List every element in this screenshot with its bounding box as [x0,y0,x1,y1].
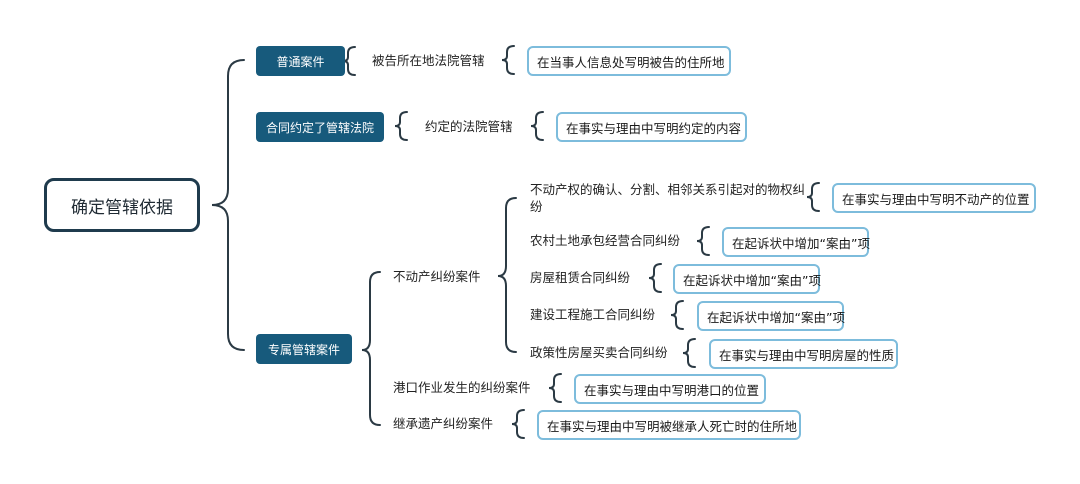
root-node: 确定管辖依据 [44,178,200,232]
real-estate-item: 建设工程施工合同纠纷 [530,307,656,322]
brace-inheritance [511,409,525,439]
real-estate-label: 不动产纠纷案件 [393,269,481,284]
agreed-rule: 约定的法院管辖 [425,119,513,134]
category-exclusive: 专属管辖案件 [256,334,352,364]
brace-re3 [648,263,662,293]
brace-port [548,373,562,403]
inheritance-note: 在事实与理由中写明被继承人死亡时的住所地 [537,410,801,440]
port-label: 港口作业发生的纠纷案件 [393,380,531,395]
real-estate-note: 在起诉状中增加“案由”项 [697,301,845,331]
real-estate-item: 政策性房屋买卖合同纠纷 [530,345,668,360]
ordinary-rule: 被告所在地法院管辖 [372,53,485,68]
category-ordinary: 普通案件 [256,46,345,76]
port-note: 在事实与理由中写明港口的位置 [574,374,766,404]
agreed-note: 在事实与理由中写明约定的内容 [556,112,747,142]
real-estate-note: 在起诉状中增加“案由”项 [673,264,821,294]
root-brace [211,59,245,351]
real-estate-brace [497,197,517,353]
inheritance-label: 继承遗产纠纷案件 [393,416,494,431]
brace-re5 [682,338,696,368]
brace-agreed-rule [394,111,408,141]
real-estate-item: 农村土地承包经营合同纠纷 [530,233,681,248]
real-estate-item: 房屋租赁合同纠纷 [530,270,631,285]
real-estate-note: 在事实与理由中写明不动产的位置 [832,183,1036,213]
ordinary-note: 在当事人信息处写明被告的住所地 [527,46,731,76]
brace-re1 [806,182,820,212]
brace-ordinary-note [501,45,515,75]
brace-re4 [670,300,684,330]
brace-re2 [696,226,710,256]
real-estate-note: 在起诉状中增加“案由”项 [722,227,870,257]
brace-agreed-note [530,111,544,141]
real-estate-item: 不动产权的确认、分割、相邻关系引起对的物权纠纷 [530,182,806,214]
category-agreed: 合同约定了管辖法院 [256,112,384,142]
exclusive-brace [361,271,381,426]
real-estate-note: 在事实与理由中写明房屋的性质 [709,339,898,369]
